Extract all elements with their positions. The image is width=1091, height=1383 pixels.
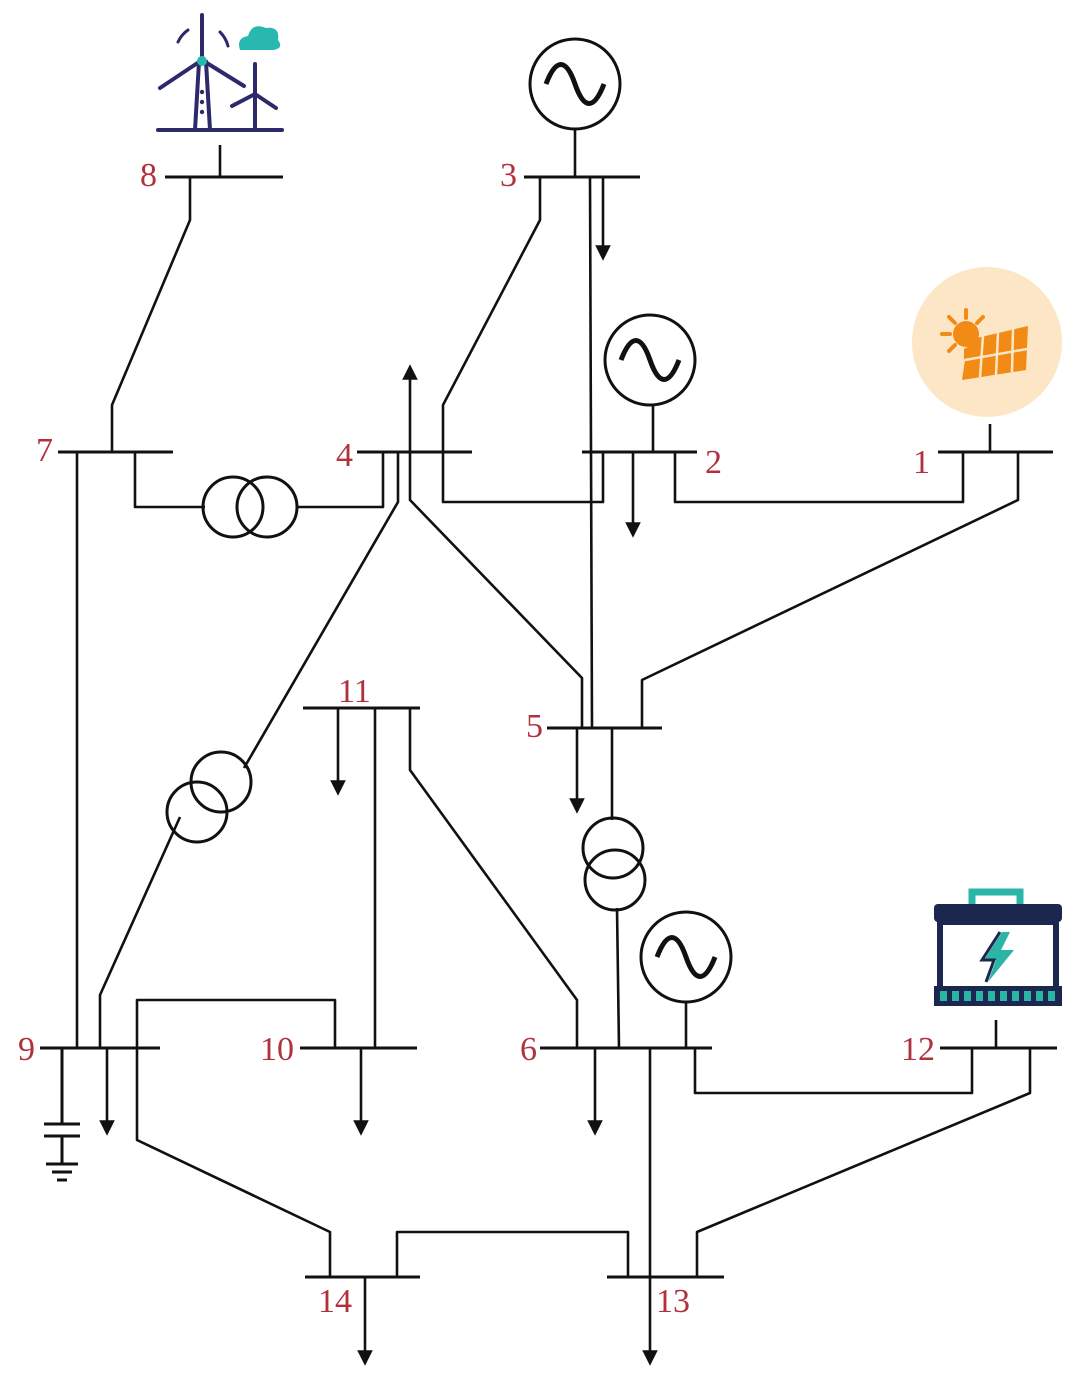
bus-label-12: 12 [901,1031,935,1068]
wind-turbine-icon [156,13,284,132]
shunt-capacitor-icon [44,1048,80,1182]
bus-label-5: 5 [526,708,543,745]
generator-icon [639,910,733,1004]
bus-label-2: 2 [705,444,722,481]
bus-label-14: 14 [318,1283,352,1320]
load-arrow-icon [99,177,658,1366]
battery-storage-icon [934,888,1062,1006]
generator-icon [528,37,622,131]
bus-label-3: 3 [500,157,517,194]
bus-label-13: 13 [656,1283,690,1320]
solar-panel-icon [912,267,1062,417]
bus-label-7: 7 [36,432,53,469]
transformer-icon [201,475,299,539]
bus-bars [40,175,1057,1279]
bus-label-8: 8 [140,157,157,194]
bus-label-6: 6 [520,1031,537,1068]
transmission-lines [75,129,1032,1277]
transformer-icon [165,750,253,844]
bus-labels: 8 3 7 4 2 1 11 5 9 10 6 12 14 13 [18,157,935,1320]
bus-label-11: 11 [338,673,371,710]
bus-label-9: 9 [18,1031,35,1068]
bus-label-10: 10 [260,1031,294,1068]
bus-label-1: 1 [913,444,930,481]
generator-icon [603,313,697,407]
transformer-icon [581,816,647,912]
bus-label-4: 4 [336,437,353,474]
